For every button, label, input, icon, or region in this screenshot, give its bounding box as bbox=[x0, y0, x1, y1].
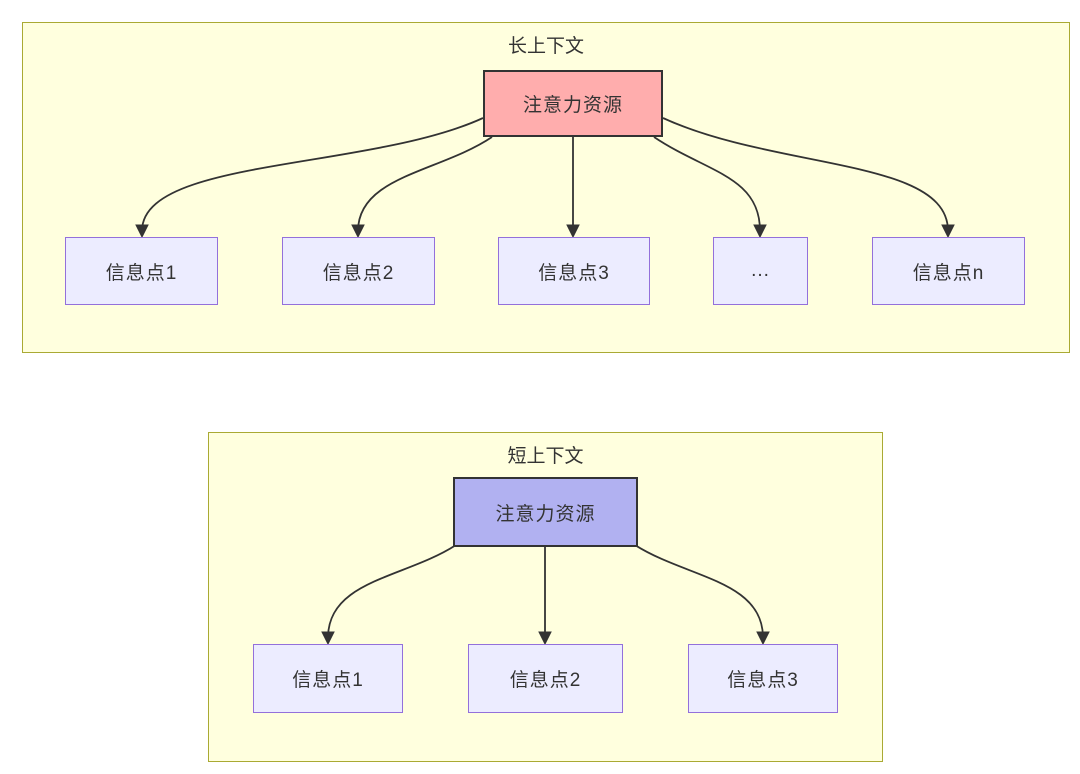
long-info-node-3-label: 信息点3 bbox=[538, 262, 610, 284]
short-info-node-3-label: 信息点3 bbox=[727, 670, 799, 691]
long-info-node-3: 信息点3 bbox=[498, 237, 650, 305]
short-attention-resource-node: 注意力资源 bbox=[453, 477, 638, 547]
long-attention-resource-label: 注意力资源 bbox=[522, 95, 623, 116]
long-info-node-ellipsis: ... bbox=[713, 237, 808, 305]
short-info-node-3: 信息点3 bbox=[688, 644, 838, 713]
short-info-node-1-label: 信息点1 bbox=[292, 670, 364, 691]
long-info-node-ellipsis-label: ... bbox=[751, 260, 770, 281]
long-info-node-2-label: 信息点2 bbox=[322, 262, 395, 284]
short-attention-resource-label: 注意力资源 bbox=[495, 503, 596, 525]
short-info-node-2: 信息点2 bbox=[468, 644, 623, 713]
short-context-title: 短上下文 bbox=[507, 446, 584, 467]
short-info-node-1: 信息点1 bbox=[253, 644, 403, 713]
long-info-node-n-label: 信息点n bbox=[912, 262, 985, 284]
long-info-node-n: 信息点n bbox=[872, 237, 1025, 305]
long-info-node-1: 信息点1 bbox=[65, 237, 218, 305]
short-info-node-2-label: 信息点2 bbox=[509, 670, 582, 691]
long-attention-resource-node: 注意力资源 bbox=[483, 70, 663, 137]
long-info-node-1-label: 信息点1 bbox=[105, 262, 178, 284]
long-context-title: 长上下文 bbox=[507, 36, 584, 57]
long-info-node-2: 信息点2 bbox=[282, 237, 435, 305]
